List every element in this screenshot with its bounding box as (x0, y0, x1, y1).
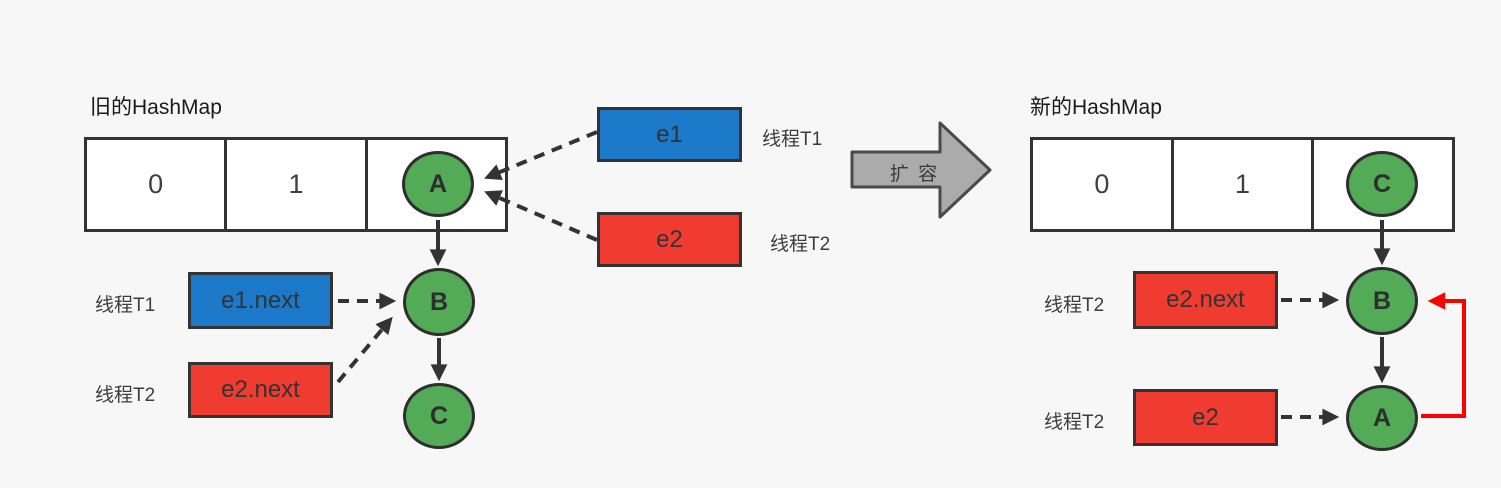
pointer-box-e1: e1 (597, 107, 742, 162)
old-node-a: A (402, 151, 474, 217)
thread-label-e2: 线程T2 (770, 234, 831, 255)
thread-label-new-e2next: 线程T2 (1044, 295, 1105, 316)
old-hashmap-title: 旧的HashMap (90, 96, 222, 119)
red-cycle-arrow-a-to-b (1421, 292, 1466, 418)
thread-label-e1: 线程T1 (762, 129, 823, 150)
old-array-cell-0: 0 (87, 140, 228, 229)
pointer-box-new-e2: e2 (1133, 389, 1278, 446)
thread-label-e1next: 线程T1 (95, 295, 156, 316)
new-node-c: C (1346, 151, 1418, 217)
old-node-b: B (403, 268, 475, 336)
resize-label: 扩 容 (889, 164, 940, 185)
old-array-cell-1: 1 (227, 140, 368, 229)
thread-label-new-e2: 线程T2 (1044, 412, 1105, 433)
dashed-arrow-e2next-to-b (336, 316, 393, 384)
new-node-b: B (1346, 267, 1418, 335)
new-array-cell-0: 0 (1033, 140, 1174, 229)
thread-label-e2next: 线程T2 (95, 385, 156, 406)
pointer-box-e2: e2 (597, 212, 742, 267)
new-hashmap-title: 新的HashMap (1030, 96, 1162, 119)
pointer-box-e1next: e1.next (188, 272, 333, 329)
new-node-a: A (1346, 385, 1418, 451)
old-node-c: C (403, 383, 475, 449)
pointer-box-new-e2next: e2.next (1133, 271, 1278, 329)
pointer-box-e2next: e2.next (188, 362, 333, 418)
new-array-cell-1: 1 (1174, 140, 1315, 229)
